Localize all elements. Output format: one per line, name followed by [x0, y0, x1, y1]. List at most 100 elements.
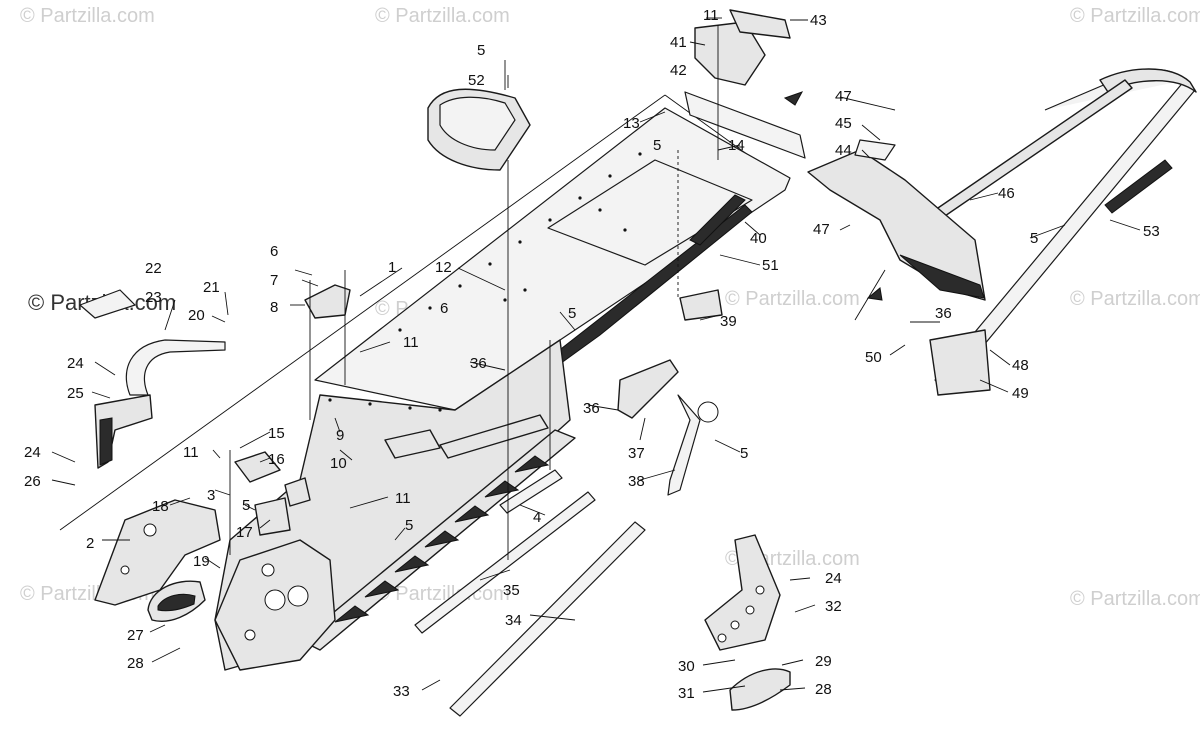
leader-lines [51, 17, 1141, 693]
callout-5: 5 [405, 517, 413, 534]
toe-cup-part-27 [147, 580, 206, 622]
bracket-part-8 [304, 284, 351, 319]
callout-5: 5 [740, 445, 748, 462]
callout-20: 20 [188, 307, 205, 324]
callout-46: 46 [998, 185, 1015, 202]
callout-3: 3 [207, 487, 215, 504]
callout-42: 42 [670, 62, 687, 79]
callout-40: 40 [750, 230, 767, 247]
callout-11: 11 [403, 334, 419, 351]
callout-43: 43 [810, 12, 827, 29]
rail-part-4 [499, 469, 563, 514]
callout-11: 11 [395, 490, 411, 507]
callout-5: 5 [242, 497, 250, 514]
bracket-part-37 [617, 359, 679, 419]
rear-bumper-part-53 [929, 68, 1197, 396]
callout-21: 21 [203, 279, 220, 296]
callout-22: 22 [145, 260, 162, 277]
callout-28: 28 [815, 681, 832, 698]
callout-18: 18 [152, 498, 169, 515]
callout-51: 51 [762, 257, 779, 274]
callout-6: 6 [270, 243, 278, 260]
callout-45: 45 [835, 115, 852, 132]
callout-23: 23 [145, 289, 162, 306]
tunnel-bracket [384, 429, 441, 459]
callout-19: 19 [193, 553, 210, 570]
callout-47: 47 [813, 221, 830, 238]
callout-13: 13 [623, 115, 640, 132]
callout-15: 15 [268, 425, 285, 442]
callout-24: 24 [67, 355, 84, 372]
callout-32: 32 [825, 598, 842, 615]
callout-11: 11 [183, 444, 199, 461]
plate-part-22 [79, 289, 136, 319]
callout-36: 36 [470, 355, 487, 372]
module-part-16 [234, 451, 311, 507]
callout-4: 4 [533, 509, 541, 526]
callout-52: 52 [468, 72, 485, 89]
callout-5: 5 [477, 42, 485, 59]
tunnel-rear-panel [547, 159, 753, 266]
watermark: © Partzilla.com [20, 5, 155, 27]
toe-plate-part-32 [704, 534, 781, 651]
seat-part-52 [427, 75, 531, 171]
bracket-part-17 [254, 497, 291, 536]
callout-17: 17 [236, 524, 253, 541]
callout-16: 16 [268, 451, 285, 468]
callout-2: 2 [86, 535, 94, 552]
callout-labels: 1 2 3 4 5 5 5 5 5 5 5 6 6 7 8 9 10 11 11… [24, 7, 1160, 702]
callout-8: 8 [270, 299, 278, 316]
callout-53: 53 [1143, 223, 1160, 240]
watermark: © Partzilla.com [1070, 5, 1200, 27]
watermark: © Partzilla.com [1070, 288, 1200, 310]
callout-7: 7 [270, 272, 278, 289]
bracket-part-40 [689, 194, 746, 246]
strap-part-39 [679, 289, 723, 321]
callout-33: 33 [393, 683, 410, 700]
callout-5: 5 [1030, 230, 1038, 247]
callout-28: 28 [127, 655, 144, 672]
callout-49: 49 [1012, 385, 1029, 402]
callout-37: 37 [628, 445, 645, 462]
callout-24: 24 [24, 444, 41, 461]
callout-38: 38 [628, 473, 645, 490]
callout-41: 41 [670, 34, 687, 51]
callout-25: 25 [67, 385, 84, 402]
watermark: © Partzilla.com [725, 288, 860, 310]
callout-27: 27 [127, 627, 144, 644]
callout-9: 9 [336, 427, 344, 444]
handle-part-20 [125, 339, 226, 396]
callout-6: 6 [440, 300, 448, 317]
callout-30: 30 [678, 658, 695, 675]
callout-36: 36 [935, 305, 952, 322]
snowflap-part-44 [807, 139, 986, 321]
watermark: © Partzilla.com [1070, 588, 1200, 610]
callout-44: 44 [835, 142, 852, 159]
callout-5: 5 [653, 137, 661, 154]
toe-cup-part-29 [729, 668, 791, 711]
callout-47: 47 [835, 88, 852, 105]
callout-26: 26 [24, 473, 41, 490]
rod-part-33 [449, 521, 646, 717]
callout-1: 1 [388, 259, 396, 276]
callout-50: 50 [865, 349, 882, 366]
callout-11: 11 [703, 7, 719, 24]
strap-part-38 [667, 394, 719, 496]
footrest-part-25 [94, 394, 153, 469]
callout-12: 12 [435, 259, 452, 276]
callout-31: 31 [678, 685, 695, 702]
callout-35: 35 [503, 582, 520, 599]
callout-29: 29 [815, 653, 832, 670]
callout-5: 5 [568, 305, 576, 322]
bracket-part-14 [684, 91, 806, 159]
watermark: © Partzilla.com [375, 5, 510, 27]
rivets [328, 152, 642, 412]
tunnel-assembly [59, 94, 791, 671]
callout-36: 36 [583, 400, 600, 417]
callout-10: 10 [330, 455, 347, 472]
bracket-part-42 [694, 9, 791, 86]
running-board-cutouts [334, 455, 550, 623]
callout-24: 24 [825, 570, 842, 587]
front-left-bracket-part-2 [94, 499, 221, 606]
